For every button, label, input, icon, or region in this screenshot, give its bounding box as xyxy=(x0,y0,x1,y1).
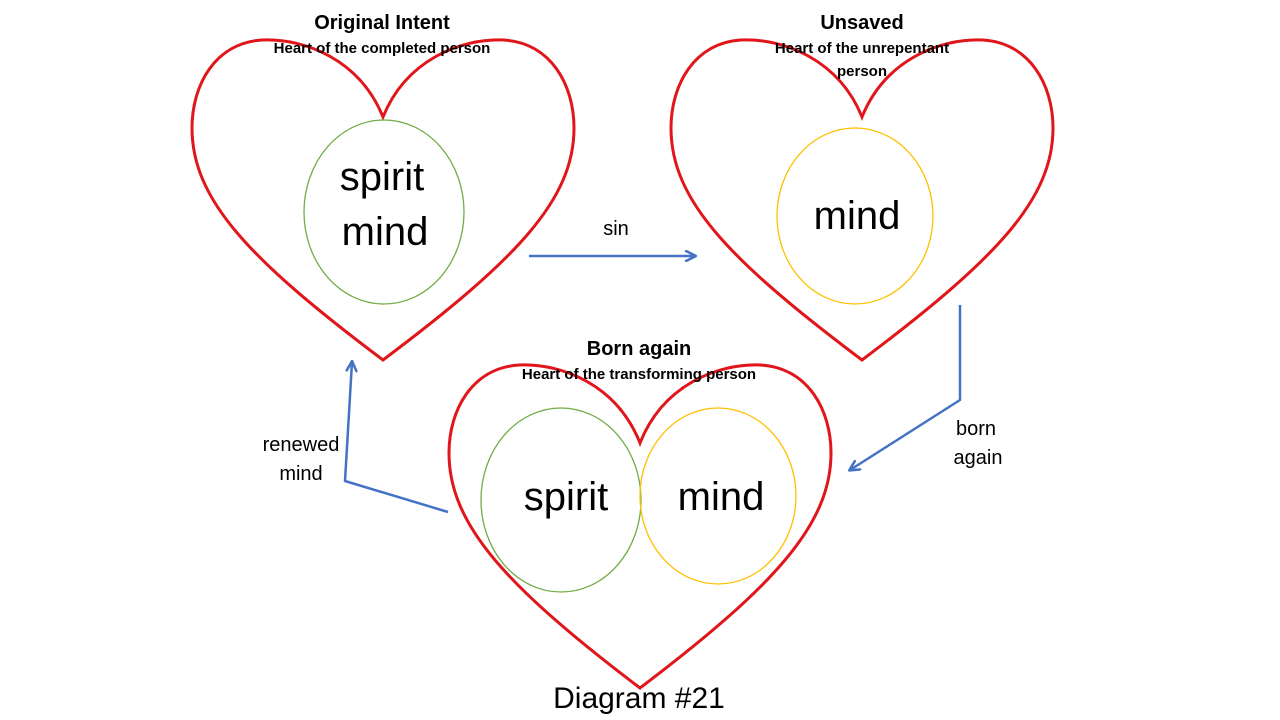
heart-outline-original xyxy=(190,38,576,362)
heart-unsaved: Unsaved Heart of the unrepentant person … xyxy=(669,12,1055,362)
heart-outline-unsaved xyxy=(669,38,1055,362)
arrow-renewed-mind: renewed mind xyxy=(263,362,449,514)
born-again-mind-label: mind xyxy=(678,475,765,519)
born-again-spirit-label: spirit xyxy=(524,475,608,519)
original-mind-label: mind xyxy=(342,210,429,254)
original-intent-subtitle: Heart of the completed person xyxy=(274,40,491,57)
spirit-circle-born-again xyxy=(480,407,642,593)
arrow-born-again: born again xyxy=(850,305,1002,470)
arrow-born-again-line xyxy=(850,305,962,470)
arrow-renewed-mind-label-line1: renewed xyxy=(263,434,340,456)
arrow-sin: sin xyxy=(529,218,695,256)
unsaved-subtitle-line1: Heart of the unrepentant xyxy=(775,40,949,57)
arrow-renewed-mind-label-line2: mind xyxy=(279,463,322,485)
arrow-born-again-label-line1: born xyxy=(956,418,996,440)
arrow-renewed-mind-line xyxy=(343,362,449,514)
unsaved-subtitle-line2: person xyxy=(837,63,887,80)
original-spirit-label: spirit xyxy=(340,155,424,199)
spirit-mind-circle xyxy=(303,119,465,305)
original-intent-title: Original Intent xyxy=(314,12,450,34)
born-again-title: Born again xyxy=(587,338,691,360)
heart-outline-born-again xyxy=(447,363,833,690)
unsaved-title: Unsaved xyxy=(820,12,903,34)
heart-born-again: Born again Heart of the transforming per… xyxy=(447,338,833,690)
mind-circle-born-again xyxy=(639,407,797,585)
arrow-born-again-label-line2: again xyxy=(954,447,1003,469)
heart-original-intent: Original Intent Heart of the completed p… xyxy=(190,12,576,362)
born-again-subtitle: Heart of the transforming person xyxy=(522,366,756,383)
unsaved-mind-label: mind xyxy=(814,194,901,238)
diagram-caption: Diagram #21 xyxy=(553,682,725,715)
mind-circle-unsaved xyxy=(776,127,934,305)
arrow-sin-label: sin xyxy=(603,218,629,240)
